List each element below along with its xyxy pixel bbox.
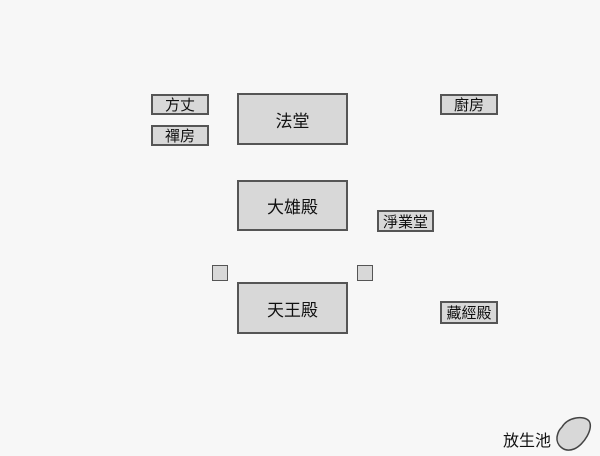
building-tianwangdian: 天王殿: [237, 282, 348, 334]
building-label: 大雄殿: [267, 198, 318, 218]
bell-tower-marker: [212, 265, 228, 281]
building-fatang: 法堂: [237, 93, 348, 145]
building-label: 方丈: [164, 96, 195, 114]
pond-shape: [556, 416, 591, 451]
building-label: 廚房: [453, 96, 484, 114]
building-label: 淨業堂: [382, 212, 428, 231]
building-chufang: 廚房: [440, 94, 498, 115]
building-label: 天王殿: [267, 300, 318, 321]
building-label: 禪房: [164, 127, 195, 145]
drum-tower-marker: [357, 265, 373, 281]
building-jingyetang: 淨業堂: [377, 210, 434, 232]
building-label: 藏經殿: [446, 304, 492, 322]
building-label: 法堂: [275, 111, 310, 132]
pond-label: 放生池: [503, 431, 552, 450]
building-chanfang: 禪房: [151, 125, 209, 146]
building-daxiongdian: 大雄殿: [237, 180, 348, 231]
building-fangzhang: 方丈: [151, 94, 209, 115]
building-zangjingdian: 藏經殿: [440, 301, 498, 324]
